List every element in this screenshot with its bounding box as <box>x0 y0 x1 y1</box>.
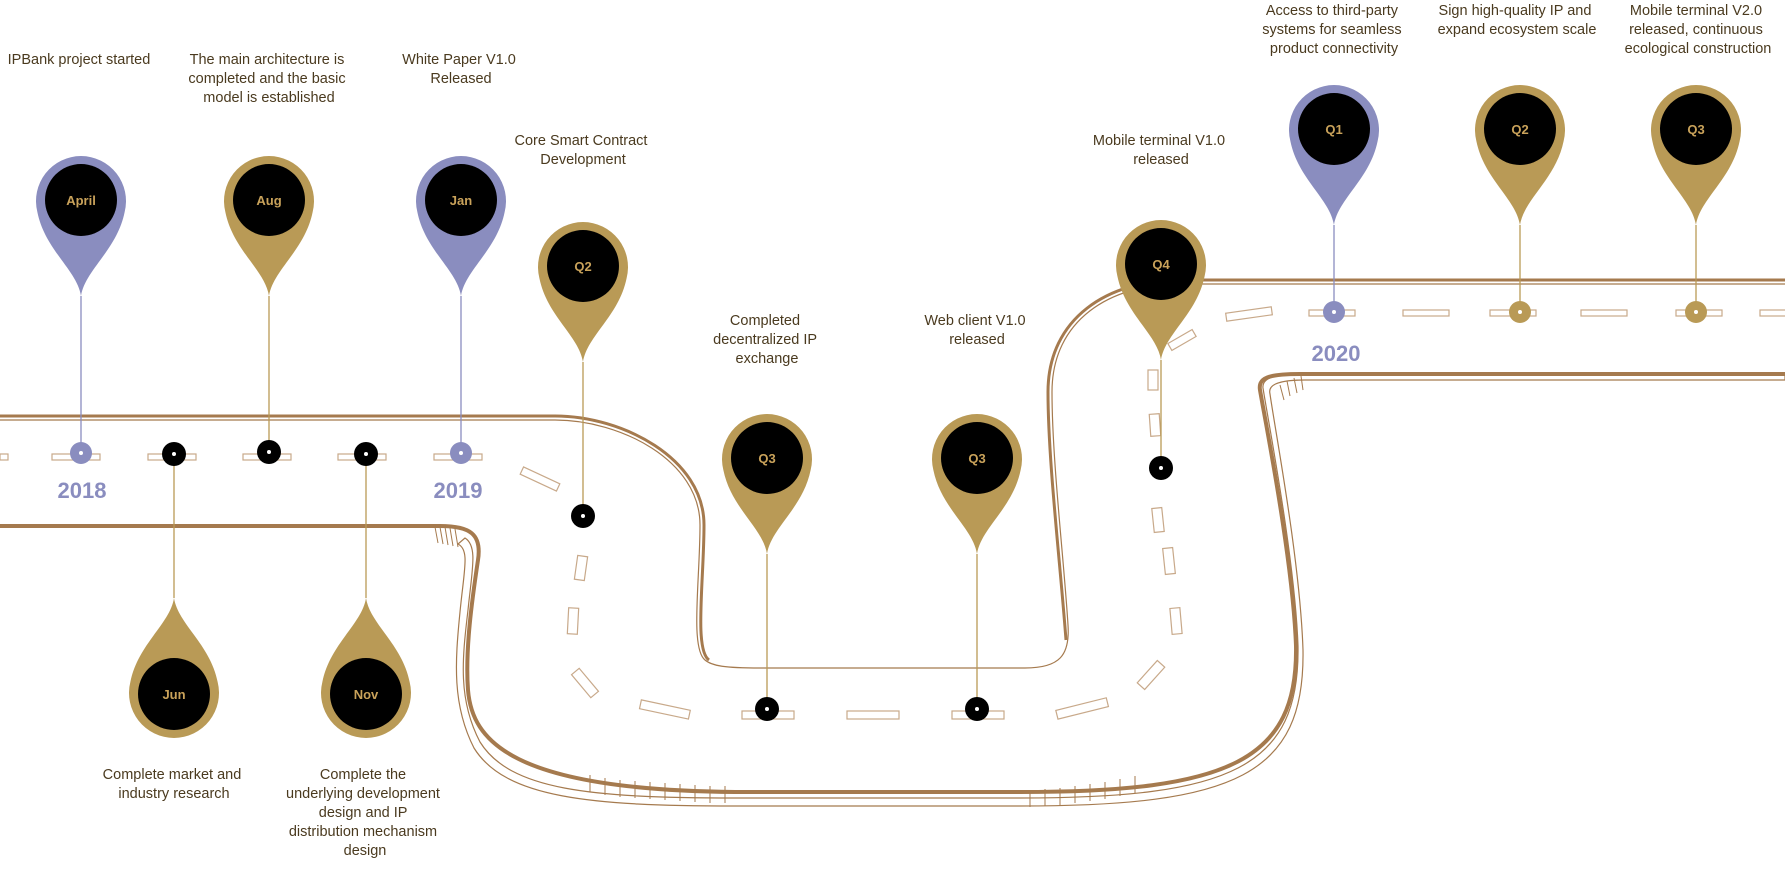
pin-label: Q3 <box>968 451 985 466</box>
road <box>0 278 1785 807</box>
pin-label: Nov <box>354 687 379 702</box>
milestone-marker: Q2 <box>1475 85 1566 323</box>
pin-label: Q3 <box>1687 122 1704 137</box>
milestone-label: The main architecture is completed and t… <box>188 52 349 106</box>
milestone-label: Web client V1.0 released <box>924 313 1029 348</box>
road-dot-center <box>1694 310 1698 314</box>
road-dot-center <box>79 451 83 455</box>
pin-label: Q3 <box>758 451 775 466</box>
pin-label: Aug <box>256 193 281 208</box>
road-dot-center <box>765 707 769 711</box>
pin-label: April <box>66 193 96 208</box>
milestone-label: Access to third-party systems for seamle… <box>1262 3 1405 57</box>
road-dot-center <box>1518 310 1522 314</box>
pin-label: Q4 <box>1152 257 1170 272</box>
milestone-marker: Q3 <box>932 414 1022 721</box>
milestone-marker: Aug <box>224 156 314 464</box>
road-wall-outer <box>455 373 1785 807</box>
milestone-label: Mobile terminal V2.0 released, continuou… <box>1625 3 1772 57</box>
milestone-marker: Nov <box>321 442 411 738</box>
pin-label: Q2 <box>574 259 591 274</box>
road-outer-edge <box>0 372 1785 794</box>
milestone-marker: Q1 <box>1289 85 1380 323</box>
pin-center <box>330 658 402 730</box>
pin-center <box>425 164 497 236</box>
railing-hatches <box>434 375 1304 807</box>
milestone-marker: April <box>36 156 126 464</box>
road-inner-wall <box>0 414 711 662</box>
milestone-label: Complete market and industry research <box>103 767 246 802</box>
road-dot-center <box>267 450 271 454</box>
pin-center <box>1125 228 1197 300</box>
year-label: 2018 <box>58 478 107 503</box>
road-dot-center <box>172 452 176 456</box>
milestone-label: White Paper V1.0 Released <box>402 52 520 87</box>
year-label: 2020 <box>1312 341 1361 366</box>
road-dot-center <box>975 707 979 711</box>
pin-center <box>1484 93 1556 165</box>
pin-center <box>233 164 305 236</box>
center-dashes <box>0 306 1785 720</box>
milestone-marker: Q3 <box>722 414 812 721</box>
pin-center <box>45 164 117 236</box>
milestone-label: Complete the underlying development desi… <box>286 767 444 859</box>
milestone-labels: IPBank project started Complete market a… <box>8 3 1772 859</box>
pin-label: Q2 <box>1511 122 1528 137</box>
milestone-marker: Q4 <box>1116 220 1206 480</box>
road-inner-edge <box>0 283 1785 669</box>
milestone-marker: Jun <box>129 442 219 738</box>
milestone-label: Sign high-quality IP and expand ecosyste… <box>1438 3 1597 38</box>
pin-label: Jan <box>450 193 472 208</box>
pin-center <box>547 230 619 302</box>
pin-label: Jun <box>162 687 185 702</box>
road-dot-center <box>1332 310 1336 314</box>
road-dot-center <box>581 514 585 518</box>
milestone-label: Mobile terminal V1.0 released <box>1093 133 1229 168</box>
pin-center <box>138 658 210 730</box>
road-dot-center <box>364 452 368 456</box>
pin-center <box>1660 93 1732 165</box>
milestone-label: Completed decentralized IP exchange <box>713 313 821 367</box>
year-label: 2019 <box>434 478 483 503</box>
milestone-marker: Q3 <box>1651 85 1741 323</box>
milestone-label: Core Smart Contract Development <box>515 133 652 168</box>
road-dot-center <box>1159 466 1163 470</box>
pin-center <box>731 422 803 494</box>
pin-label: Q1 <box>1325 122 1342 137</box>
milestone-label: IPBank project started <box>8 52 151 68</box>
pin-center <box>1298 93 1370 165</box>
pin-center <box>941 422 1013 494</box>
road-dot-center <box>459 451 463 455</box>
milestone-marker: Jan <box>416 156 506 464</box>
milestone-marker: Q2 <box>538 222 629 528</box>
